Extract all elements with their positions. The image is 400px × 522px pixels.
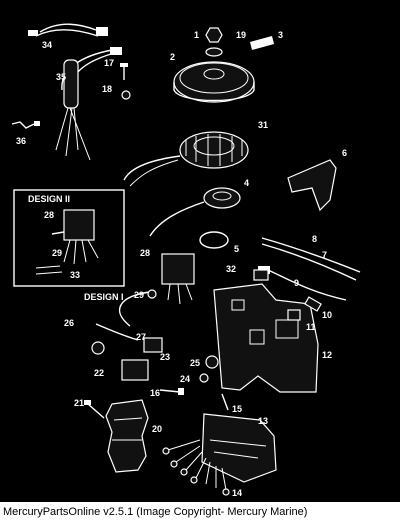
callout-4: 4 — [244, 178, 249, 188]
callout-1: 1 — [194, 30, 199, 40]
callout-7: 7 — [322, 250, 327, 260]
callout-14: 14 — [232, 488, 242, 498]
callout-13: 13 — [258, 416, 268, 426]
part-29-screw — [147, 289, 157, 299]
callout-28-design-ii: 28 — [44, 210, 54, 220]
callout-6: 6 — [342, 148, 347, 158]
callout-3: 3 — [278, 30, 283, 40]
part-22-coil — [121, 359, 149, 381]
part-15-screw — [221, 393, 229, 411]
callout-19: 19 — [236, 30, 246, 40]
callout-25: 25 — [190, 358, 200, 368]
part-2-flywheel — [173, 61, 255, 103]
callout-23: 23 — [160, 352, 170, 362]
callout-35: 35 — [56, 72, 66, 82]
part-34-wire-harness — [28, 23, 108, 37]
part-5-ring — [199, 231, 229, 249]
part-36-wire — [11, 121, 40, 129]
part-17-screw — [120, 63, 128, 80]
part-14-terminal-leads — [162, 439, 230, 496]
part-24-washer — [199, 373, 209, 383]
callout-32: 32 — [226, 264, 236, 274]
part-13-power-pack — [201, 413, 277, 483]
part-7-wire — [261, 237, 361, 281]
callout-26: 26 — [64, 318, 74, 328]
callout-16: 16 — [150, 388, 160, 398]
callout-22: 22 — [94, 368, 104, 378]
part-1-nut — [205, 27, 223, 43]
callout-33: 33 — [70, 270, 80, 280]
callout-12: 12 — [322, 350, 332, 360]
callout-28-design-i: 28 — [140, 248, 150, 258]
callout-5: 5 — [234, 244, 239, 254]
callout-29-design-ii: 29 — [52, 248, 62, 258]
part-28-switch-box — [118, 253, 195, 327]
callout-18: 18 — [102, 84, 112, 94]
part-19-washer — [205, 47, 223, 57]
part-26-lead — [91, 323, 139, 355]
part-21-screw — [84, 400, 105, 419]
part-6-bracket — [287, 159, 337, 212]
part-16-screw — [159, 388, 184, 395]
copyright-footer: MercuryPartsOnline v2.5.1 (Image Copyrig… — [0, 502, 400, 522]
callout-20: 20 — [152, 424, 162, 434]
part-10-plug — [304, 296, 322, 312]
part-11-sleeve — [287, 309, 301, 321]
callout-27: 27 — [136, 332, 146, 342]
part-3-key — [250, 36, 274, 50]
design-i-label: DESIGN I — [84, 292, 124, 302]
design-ii-label: DESIGN II — [28, 194, 70, 204]
callout-15: 15 — [232, 404, 242, 414]
part-20-coil-pack — [105, 399, 149, 473]
callout-2: 2 — [170, 52, 175, 62]
callout-labels: 1 2 3 4 5 6 7 8 9 10 11 12 13 14 15 16 1… — [16, 30, 347, 498]
callout-9: 9 — [294, 278, 299, 288]
callout-34: 34 — [42, 40, 52, 50]
part-35-coil-assembly — [55, 47, 122, 161]
part-31-stator — [123, 131, 249, 187]
part-23-coil-lead — [143, 337, 163, 353]
part-12-mounting-plate — [213, 283, 319, 393]
design-ii-inset-box — [13, 189, 125, 287]
part-18-nut — [121, 90, 131, 100]
callout-11: 11 — [306, 322, 316, 332]
part-25-grommet — [205, 355, 219, 369]
callout-24: 24 — [180, 374, 190, 384]
callout-31: 31 — [258, 120, 268, 130]
callout-10: 10 — [322, 310, 332, 320]
callout-29-design-i: 29 — [134, 290, 144, 300]
callout-8: 8 — [312, 234, 317, 244]
callout-36: 36 — [16, 136, 26, 146]
exploded-parts-diagram: 1 2 3 4 5 6 7 8 9 10 11 12 13 14 15 16 1… — [11, 23, 361, 498]
part-32-connector — [253, 269, 269, 281]
part-4-trigger — [149, 187, 241, 237]
callout-17: 17 — [104, 58, 114, 68]
callout-21: 21 — [74, 398, 84, 408]
